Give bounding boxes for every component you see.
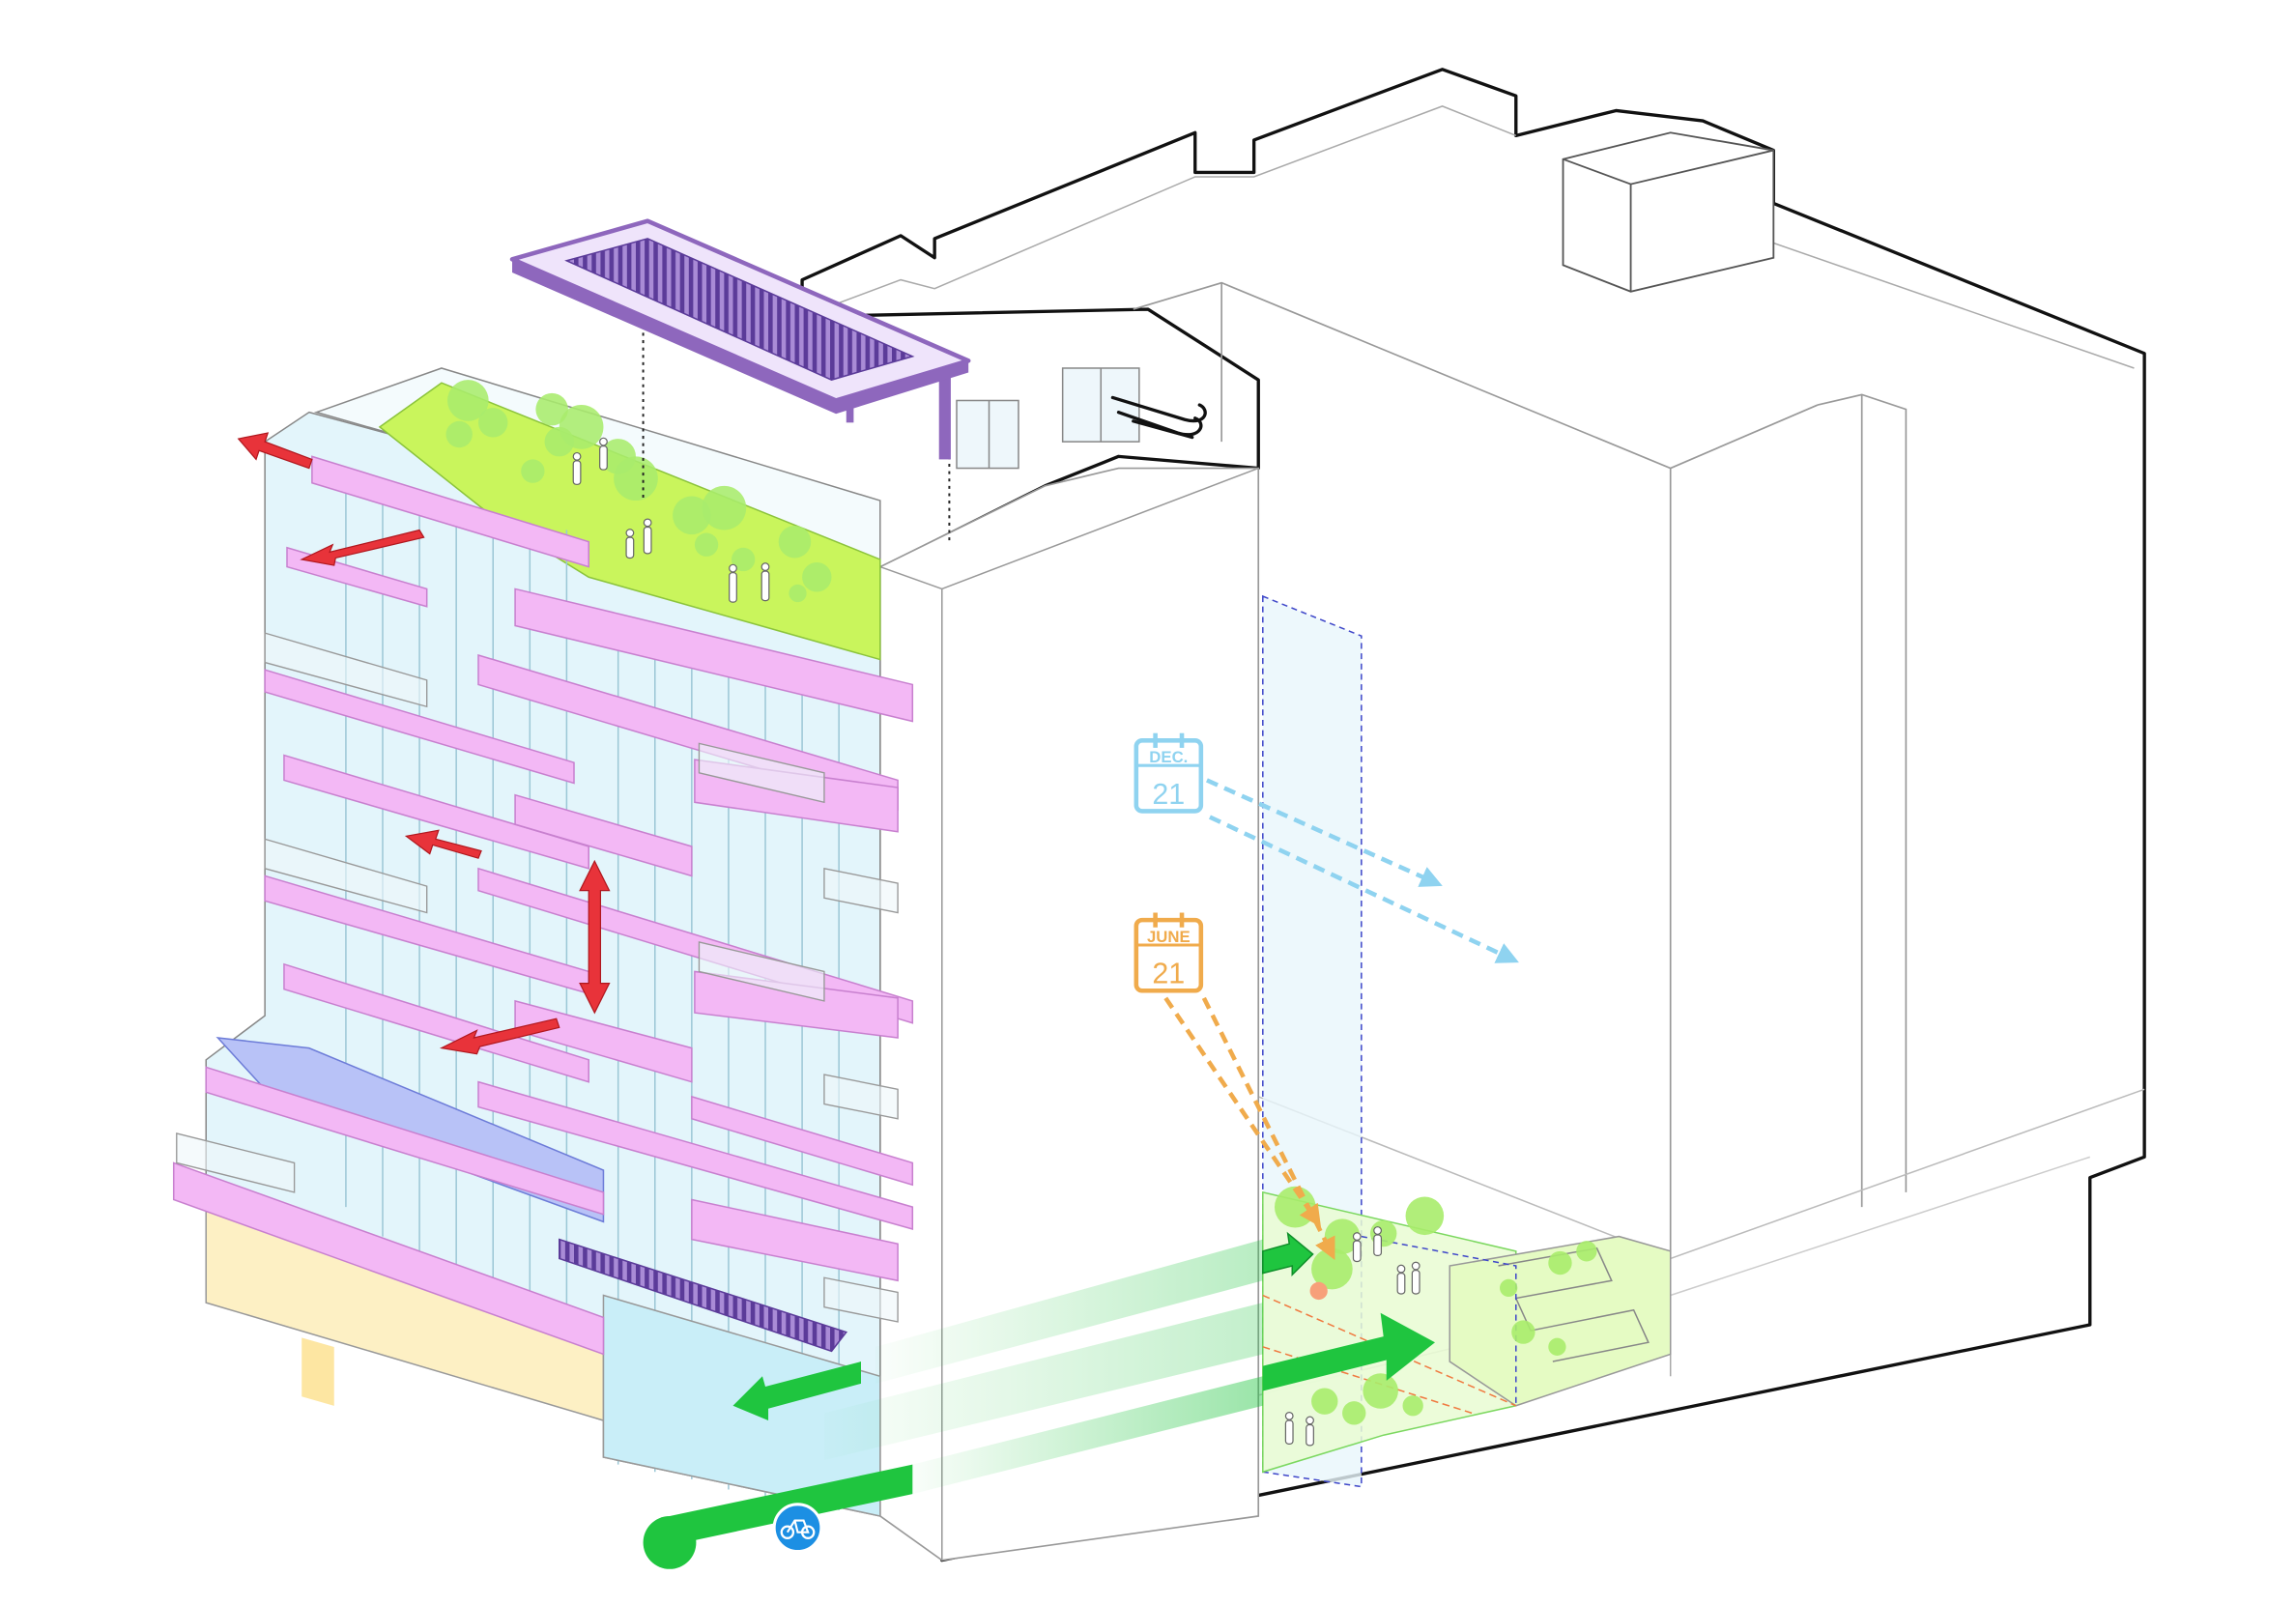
winter-sun-path xyxy=(1205,778,1519,963)
calendar-day-label: 21 xyxy=(1152,958,1185,990)
calendar-month-label: JUNE xyxy=(1147,928,1191,946)
calendar-month-label: DEC. xyxy=(1149,748,1188,766)
balcony-railings xyxy=(176,632,899,1323)
roof-garden-trees xyxy=(445,380,832,603)
wind-icon xyxy=(1110,395,1207,440)
bicycle-icon xyxy=(772,1503,823,1554)
calendar-day-label: 21 xyxy=(1152,778,1185,811)
ventilation-arrows xyxy=(237,432,611,1055)
roof-people xyxy=(572,437,770,603)
calendar-icon-december: DEC. 21 xyxy=(1134,732,1204,814)
calendar-icon-june: JUNE 21 xyxy=(1134,912,1204,993)
courtyard-people xyxy=(1284,1226,1421,1447)
summer-sun-path xyxy=(1163,996,1335,1260)
solar-canopy xyxy=(509,218,971,545)
circulation-arrows xyxy=(643,1231,1435,1569)
solar-grille xyxy=(559,1238,848,1353)
